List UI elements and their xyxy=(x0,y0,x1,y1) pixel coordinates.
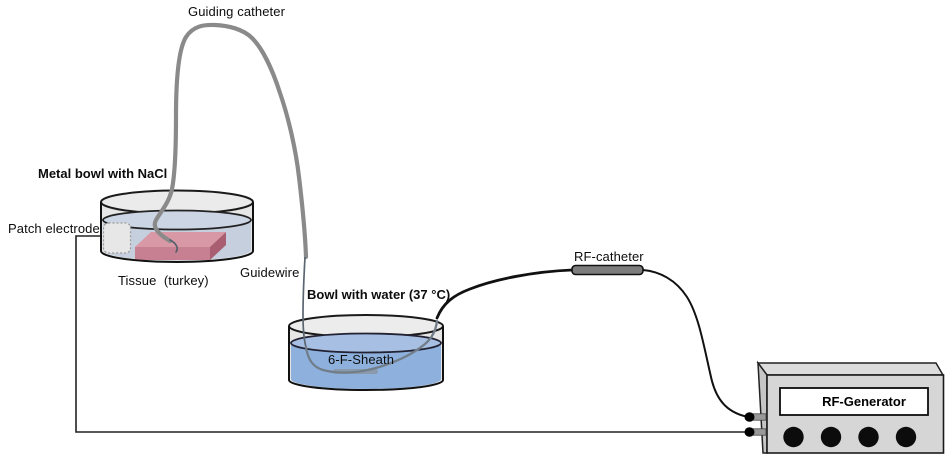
nacl-liquid-surface xyxy=(102,209,252,231)
label-rf-catheter: RF-catheter xyxy=(574,249,644,264)
label-metal-bowl: Metal bowl with NaCl xyxy=(38,166,168,181)
water-bowl xyxy=(288,314,444,391)
label-guidewire: Guidewire xyxy=(240,265,300,280)
label-tissue: Tissue (turkey) xyxy=(118,273,209,288)
metal-bowl xyxy=(100,189,254,263)
tissue-front-face xyxy=(135,247,210,260)
generator-knob xyxy=(895,426,917,448)
metal-bowl-outline xyxy=(100,202,254,263)
guiding-catheter-tube xyxy=(152,22,309,260)
generator-top-face xyxy=(756,362,945,376)
generator-knob xyxy=(783,426,804,448)
generator-knob xyxy=(820,426,842,448)
tissue-side-face xyxy=(210,232,226,260)
generator-knob xyxy=(858,426,879,448)
generator-side-face xyxy=(757,360,768,454)
guidewire-tip xyxy=(169,239,179,253)
water-surface xyxy=(290,332,442,354)
rf-generator xyxy=(744,360,945,454)
sheath-curve xyxy=(304,319,439,374)
patch-electrode-wire xyxy=(75,235,747,433)
generator-display xyxy=(779,387,929,416)
label-patch-electrode: Patch electrode xyxy=(8,221,100,236)
generator-connector-bottom xyxy=(744,427,767,437)
label-guiding-catheter: Guiding catheter xyxy=(188,4,285,19)
water-bowl-outline xyxy=(288,326,444,391)
rf-catheter-wire-right xyxy=(642,269,747,418)
patch-electrode-pad xyxy=(102,222,132,254)
water-body xyxy=(291,343,441,389)
guidewire-line xyxy=(302,256,307,348)
generator-connector-top xyxy=(744,412,767,422)
tissue-top-face xyxy=(135,232,226,247)
tissue-block xyxy=(135,232,226,260)
label-sheath: 6-F-Sheath xyxy=(328,352,395,367)
label-water-bowl: Bowl with water (37 °C) xyxy=(307,287,451,302)
rf-catheter-wire-left xyxy=(435,268,574,320)
label-rf-generator: RF-Generator xyxy=(822,394,906,409)
rf-catheter-handle xyxy=(571,264,644,276)
